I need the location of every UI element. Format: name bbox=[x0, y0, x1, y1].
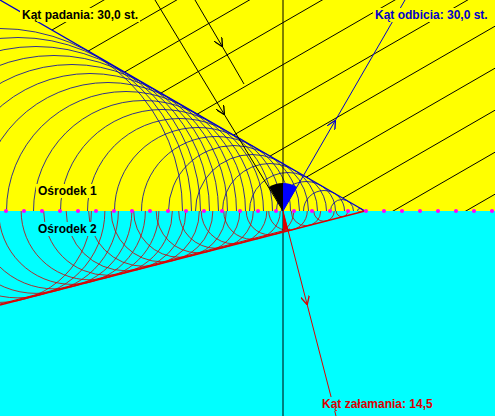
boundary-dot bbox=[40, 209, 44, 213]
incident-ray bbox=[155, 0, 283, 211]
wavelet bbox=[196, 155, 309, 212]
wavefront-line bbox=[0, 0, 495, 228]
wavelet bbox=[0, 38, 192, 212]
wavelet bbox=[115, 128, 282, 212]
boundary-dot bbox=[364, 209, 368, 213]
boundary-dot bbox=[436, 209, 440, 213]
wavelet bbox=[277, 182, 336, 212]
boundary-dot bbox=[148, 209, 152, 213]
wavefront-line bbox=[0, 0, 495, 186]
boundary-dot bbox=[328, 209, 332, 213]
medium-1 bbox=[0, 0, 495, 211]
wavelet bbox=[0, 83, 237, 212]
boundary-dot bbox=[346, 209, 350, 213]
wavelet bbox=[0, 211, 105, 298]
reflected-ray bbox=[283, 0, 405, 211]
incidence-angle-mark bbox=[269, 183, 283, 211]
boundary-dot bbox=[238, 209, 242, 213]
boundary-dot bbox=[274, 209, 278, 213]
boundary-dot bbox=[130, 209, 134, 213]
boundary-dot bbox=[256, 209, 260, 213]
boundary-dot bbox=[94, 209, 98, 213]
boundary-dot bbox=[58, 209, 62, 213]
wavelet bbox=[88, 119, 273, 212]
reflection-angle-label: Kąt odbicia: 30,0 st. bbox=[373, 8, 490, 22]
wavefront-line bbox=[0, 0, 495, 144]
wavefront-line bbox=[0, 68, 495, 354]
boundary-dot bbox=[292, 209, 296, 213]
wavelet bbox=[0, 56, 210, 212]
boundary-dot bbox=[22, 209, 26, 213]
refracted-wavelets bbox=[0, 211, 361, 302]
boundary-dot bbox=[184, 209, 188, 213]
wavelet bbox=[7, 92, 246, 212]
boundary-dot bbox=[310, 209, 314, 213]
wavelet bbox=[0, 211, 132, 289]
boundary-dot bbox=[490, 209, 494, 213]
boundary-dot bbox=[76, 209, 80, 213]
boundary-dot bbox=[4, 209, 8, 213]
refracted-ray bbox=[283, 211, 336, 416]
reflection-angle-mark bbox=[283, 183, 297, 211]
wavelet bbox=[169, 146, 300, 212]
boundary-dot bbox=[220, 209, 224, 213]
refraction-angle-mark bbox=[283, 211, 288, 230]
wavelet bbox=[250, 173, 327, 212]
wavelet bbox=[0, 65, 219, 212]
boundary-dot bbox=[166, 209, 170, 213]
wavelet bbox=[0, 211, 118, 293]
medium-label: Ośrodek 1 bbox=[36, 184, 99, 198]
boundary-dot bbox=[472, 209, 476, 213]
boundary-dot bbox=[400, 209, 404, 213]
medium-label: Ośrodek 2 bbox=[36, 222, 99, 236]
boundary-dot bbox=[418, 209, 422, 213]
wavelet bbox=[34, 101, 255, 212]
refraction-angle-label: Kąt załamania: 14,5 bbox=[320, 397, 435, 411]
reflected-wavelets bbox=[0, 29, 363, 212]
wavelet bbox=[0, 74, 228, 212]
boundary-dot bbox=[202, 209, 206, 213]
wavelet bbox=[304, 191, 345, 212]
boundary-dot bbox=[112, 209, 116, 213]
boundary-dot bbox=[382, 209, 386, 213]
boundary-dot bbox=[454, 209, 458, 213]
reflected-wavefront bbox=[0, 0, 365, 211]
refracted-wavefront bbox=[0, 211, 365, 305]
wavefront-line bbox=[0, 0, 495, 270]
boundary-points bbox=[4, 209, 494, 213]
wavefront-line bbox=[0, 194, 495, 416]
wavelet bbox=[331, 200, 354, 212]
wavefront-line bbox=[0, 26, 495, 312]
incident-ray bbox=[195, 0, 244, 84]
refracted-wavefront bbox=[0, 229, 290, 304]
wavelet bbox=[0, 47, 201, 212]
wavelet bbox=[223, 164, 318, 212]
incidence-angle-label: Kąt padania: 30,0 st. bbox=[20, 8, 140, 22]
